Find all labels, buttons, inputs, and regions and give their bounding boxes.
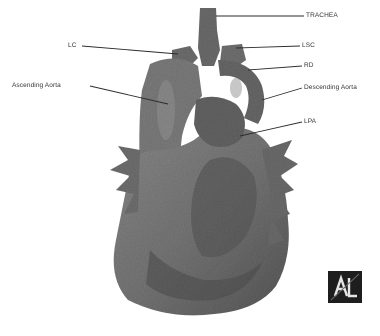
heart-body <box>110 8 298 315</box>
leader-lc <box>82 46 178 54</box>
label-lsc: LSC <box>302 42 315 49</box>
leader-lsc <box>236 46 300 48</box>
label-lc: LC <box>68 42 77 49</box>
label-rd: RD <box>304 62 314 69</box>
arch-highlight <box>230 78 242 98</box>
label-trachea: TRACHEA <box>306 12 338 19</box>
label-lpa: LPA <box>304 118 316 125</box>
label-ascending-aorta: Ascending Aorta <box>12 82 61 89</box>
orientation-cube-icon <box>327 270 363 304</box>
leader-rd <box>248 66 302 70</box>
leader-lpa <box>240 122 302 136</box>
leader-descending-aorta <box>262 88 302 100</box>
label-descending-aorta: Descending Aorta <box>304 84 357 91</box>
vessel-highlight <box>157 80 175 140</box>
trachea-shape <box>198 8 220 66</box>
